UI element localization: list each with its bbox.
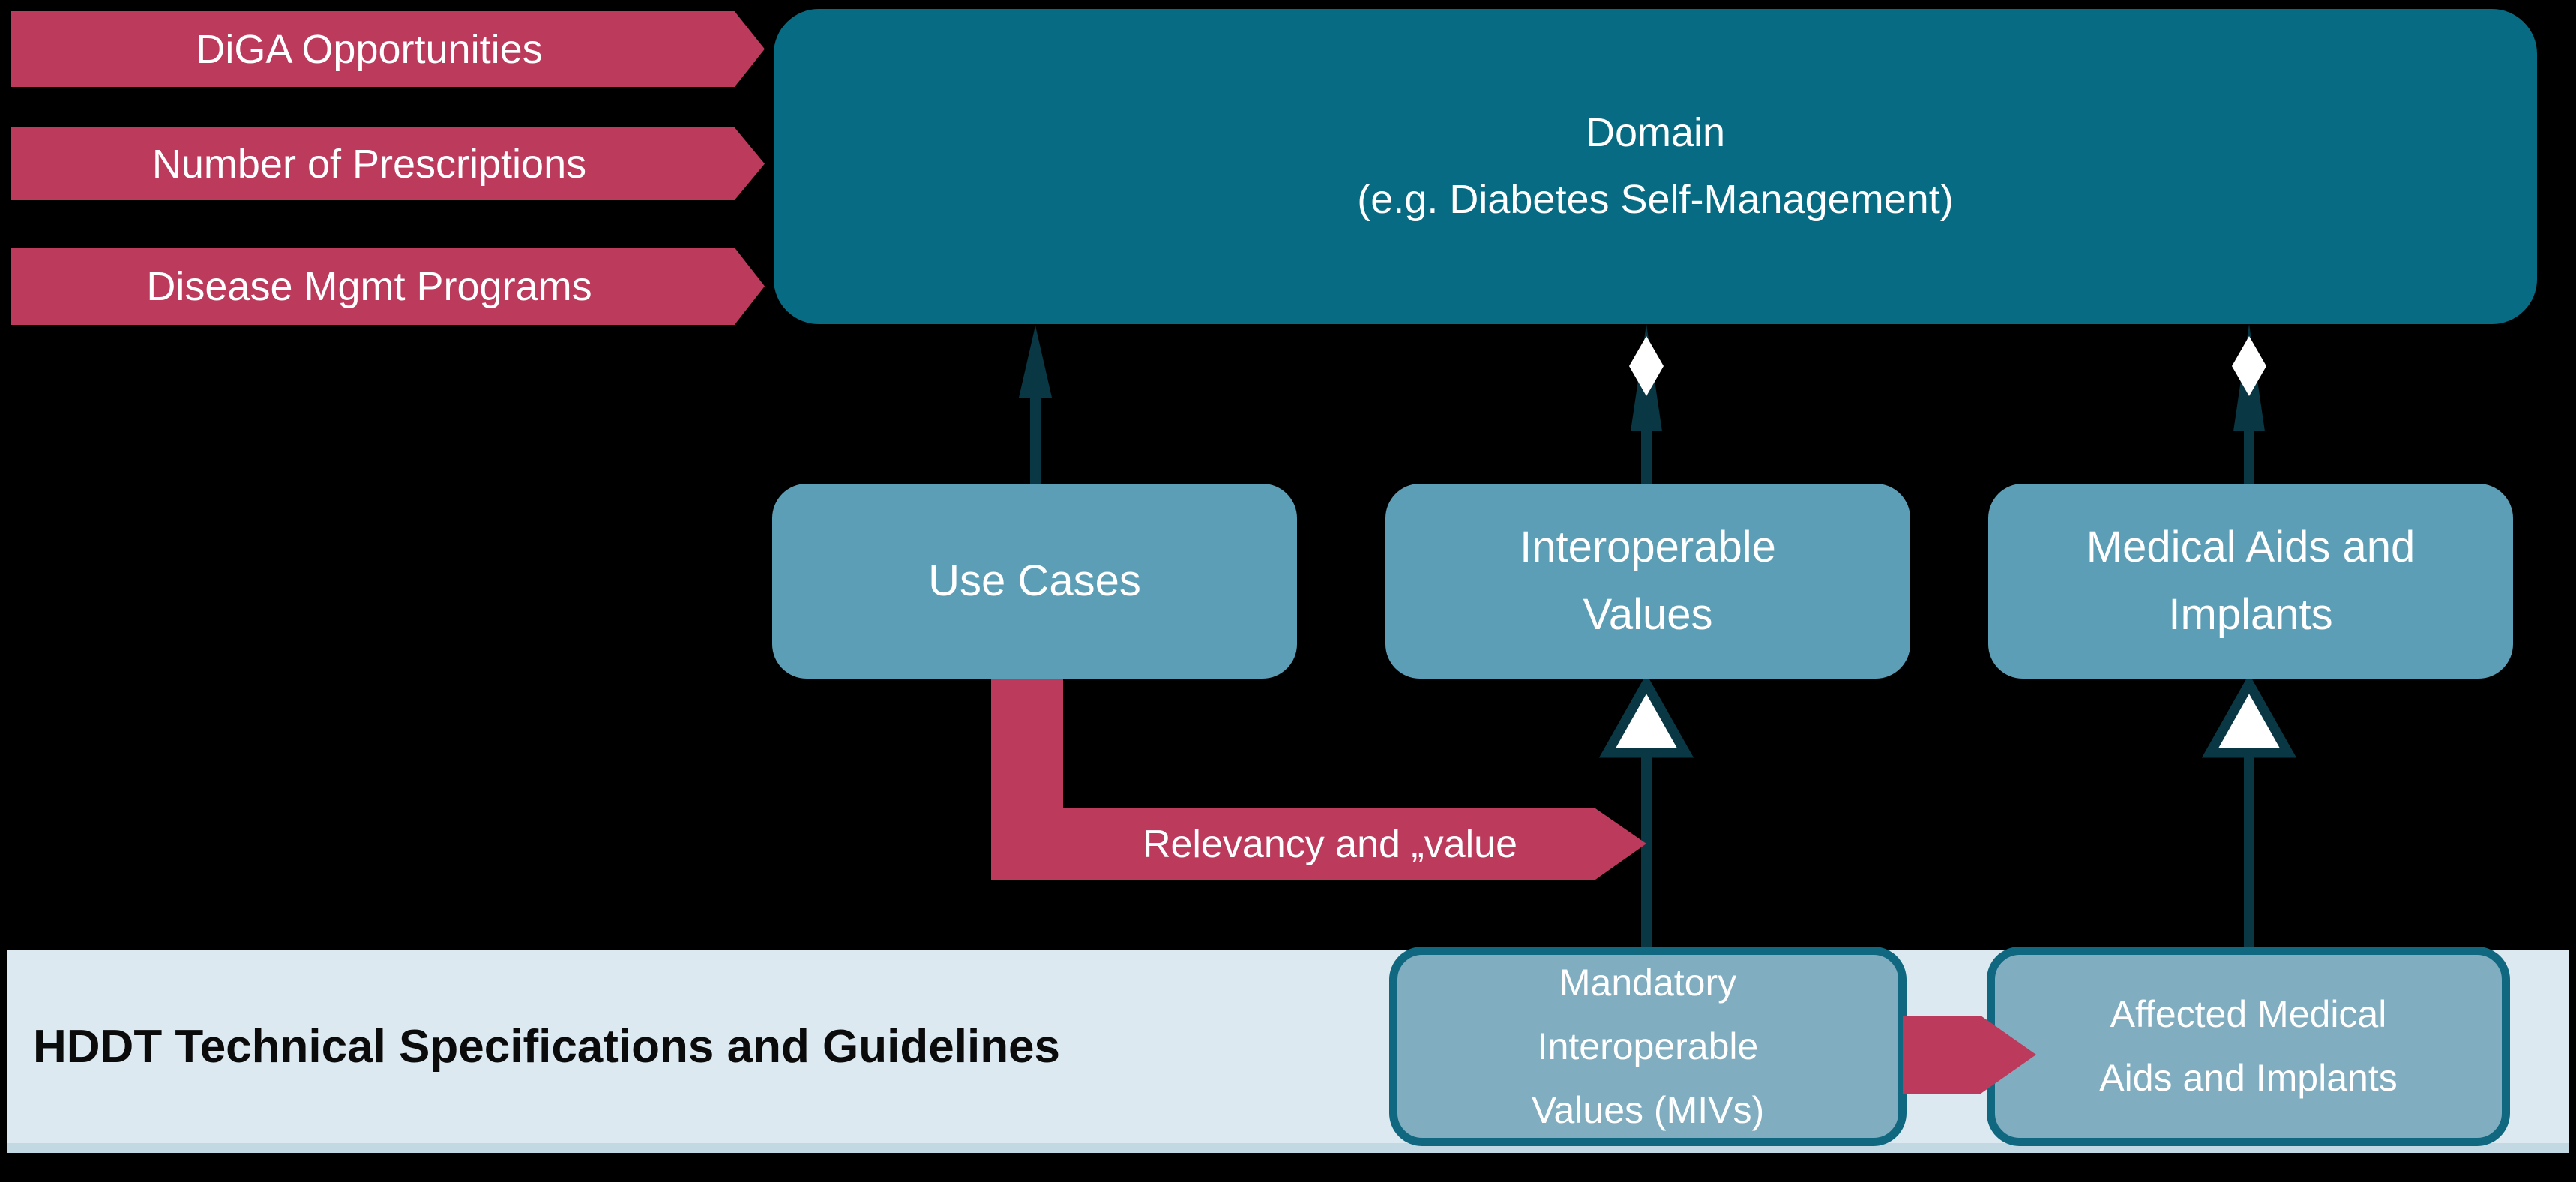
inheritance-triangle-connector-affected-aids — [2201, 674, 2297, 950]
aggregation-diamond-connector-aids-domain — [2232, 324, 2266, 488]
input-arrow-label: Number of Prescriptions — [151, 141, 587, 187]
input-arrow-number-of-prescriptions: Number of Prescriptions — [11, 128, 765, 200]
relevancy-arrow-label: Relevancy and „value — [1142, 822, 1518, 866]
relevancy-elbow-arrow: Relevancy and „value — [991, 679, 1646, 880]
affected-medical-aids-box: Affected Medical Aids and Implants — [1987, 946, 2510, 1146]
mivs-label-line2: Interoperable — [1537, 1024, 1759, 1067]
inheritance-triangle-connector-mivs-values — [1598, 674, 1694, 950]
aggregation-diamond-connector-values-domain — [1629, 324, 1664, 488]
mivs-label-line3: Values (MIVs) — [1531, 1088, 1765, 1131]
interoperable-values-box: Interoperable Values — [1385, 484, 1910, 679]
input-arrow-label: Disease Mgmt Programs — [146, 263, 592, 309]
arrow-up-connector-use-cases-domain — [1019, 326, 1052, 486]
mivs-label-line1: Mandatory — [1559, 961, 1737, 1004]
medical-aids-label-line1: Medical Aids and — [2086, 523, 2416, 572]
input-arrow-label: DiGA Opportunities — [196, 26, 543, 72]
input-arrow-diga-opportunities: DiGA Opportunities — [11, 11, 765, 87]
elbow-arrow-shape — [991, 679, 1646, 880]
affected-label-line1: Affected Medical — [2110, 993, 2387, 1035]
domain-box-title: Domain — [1585, 110, 1726, 155]
domain-box-subtitle: (e.g. Diabetes Self-Management) — [1357, 177, 1954, 222]
domain-box: Domain (e.g. Diabetes Self-Management) — [774, 9, 2537, 324]
arrow-right-icon — [1903, 1016, 2036, 1094]
medical-aids-box: Medical Aids and Implants — [1988, 484, 2513, 679]
input-arrow-disease-mgmt-programs: Disease Mgmt Programs — [11, 248, 765, 325]
hddt-band-title: HDDT Technical Specifications and Guidel… — [33, 1020, 1061, 1072]
use-cases-box: Use Cases — [772, 484, 1297, 679]
use-cases-label: Use Cases — [928, 556, 1141, 606]
mivs-box: Mandatory Interoperable Values (MIVs) — [1389, 946, 1907, 1146]
interoperable-values-label-line2: Values — [1583, 590, 1713, 639]
mivs-to-affected-arrow — [1903, 1016, 2036, 1094]
interoperable-values-label-line1: Interoperable — [1520, 523, 1776, 572]
affected-label-line2: Aids and Implants — [2099, 1057, 2398, 1099]
medical-aids-label-line2: Implants — [2168, 590, 2333, 639]
